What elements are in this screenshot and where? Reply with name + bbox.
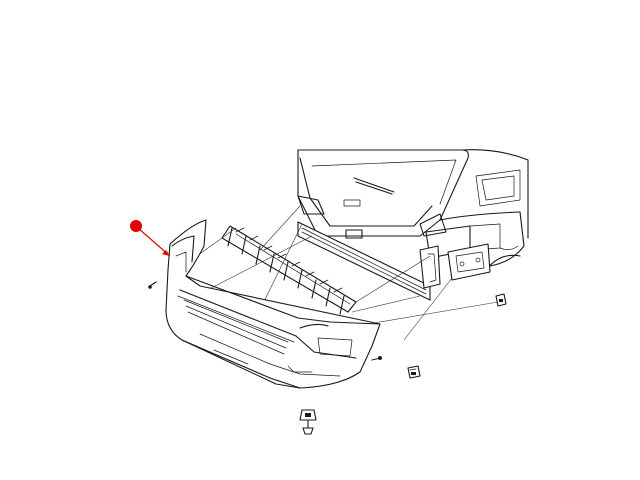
fascia-screw — [148, 281, 157, 289]
rear-bumper-reinforcement-beam — [297, 221, 441, 301]
liftgate — [297, 149, 457, 239]
side-bracket-right — [447, 243, 491, 281]
trailer-hitch-cover-fastener — [299, 409, 317, 435]
energy-absorber — [221, 225, 357, 315]
rear-bumper-fascia — [165, 219, 381, 389]
callout-marker — [130, 220, 171, 257]
callout-arrowhead — [162, 250, 170, 256]
clip-nut-left — [407, 365, 421, 379]
clip-nut-right — [495, 293, 507, 307]
push-pin-retainer — [371, 356, 382, 361]
